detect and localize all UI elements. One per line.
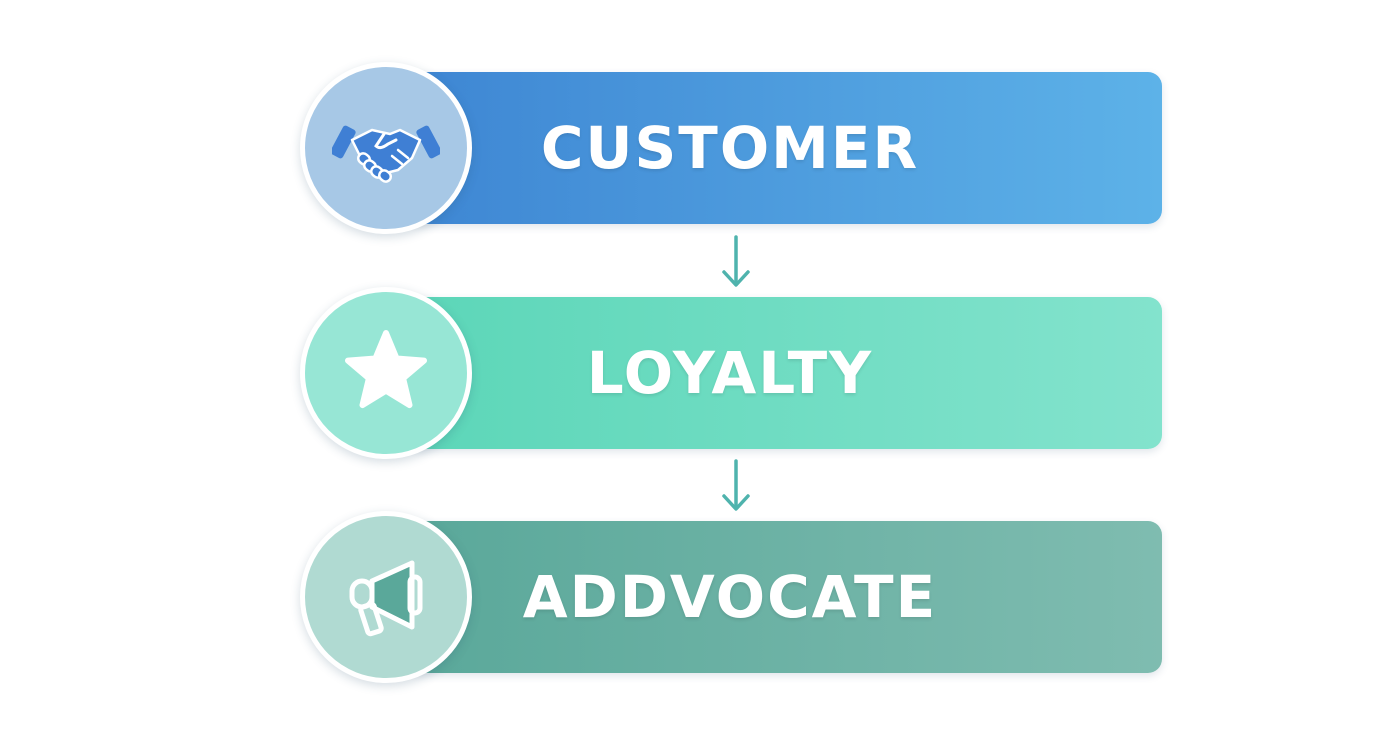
megaphone-icon — [349, 560, 423, 637]
arrow-down-icon — [722, 459, 750, 511]
arrow-down-icon — [722, 235, 750, 287]
stage-loyalty-label: LOYALTY — [586, 339, 874, 407]
stage-advocate-badge — [300, 511, 472, 683]
stage-customer: CUSTOMER — [300, 62, 1162, 234]
star-icon — [345, 330, 427, 409]
stage-customer-label: CUSTOMER — [540, 114, 920, 182]
stage-customer-bar — [408, 72, 1162, 224]
stage-customer-badge — [300, 62, 472, 234]
stage-loyalty: LOYALTY — [300, 287, 1162, 459]
stage-advocate-bar — [408, 521, 1162, 673]
handshake-icon — [332, 125, 440, 183]
stage-loyalty-badge — [300, 287, 472, 459]
stage-loyalty-bar — [408, 297, 1162, 449]
stage-advocate-label: ADDVOCATE — [522, 563, 938, 631]
stage-advocate: ADDVOCATE — [300, 511, 1162, 683]
